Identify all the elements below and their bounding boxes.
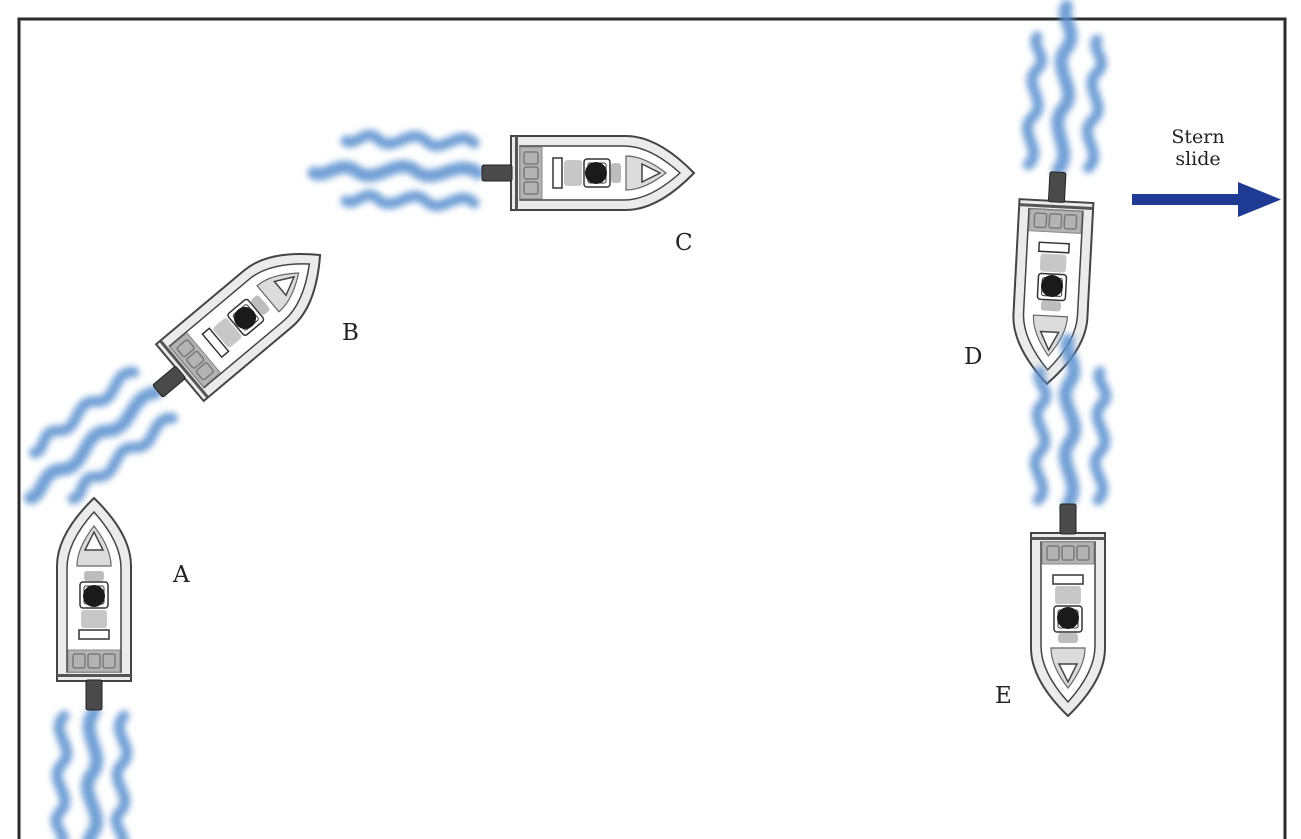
boat-e-label: E — [995, 683, 1012, 709]
boat-d — [1010, 4, 1105, 385]
boat-c — [314, 135, 694, 210]
boat-c-label: C — [675, 230, 693, 256]
stern-slide-label-line2: slide — [1175, 148, 1220, 170]
boat-b — [6, 226, 344, 526]
boat-a — [56, 498, 131, 839]
boat-d-label: D — [964, 344, 982, 370]
boat-b-label: B — [342, 320, 359, 346]
stern-slide-label-line1: Stern — [1171, 126, 1224, 148]
boat-e — [1031, 340, 1106, 716]
stern-slide-arrow — [1132, 182, 1281, 217]
boat-a-label: A — [172, 562, 190, 588]
